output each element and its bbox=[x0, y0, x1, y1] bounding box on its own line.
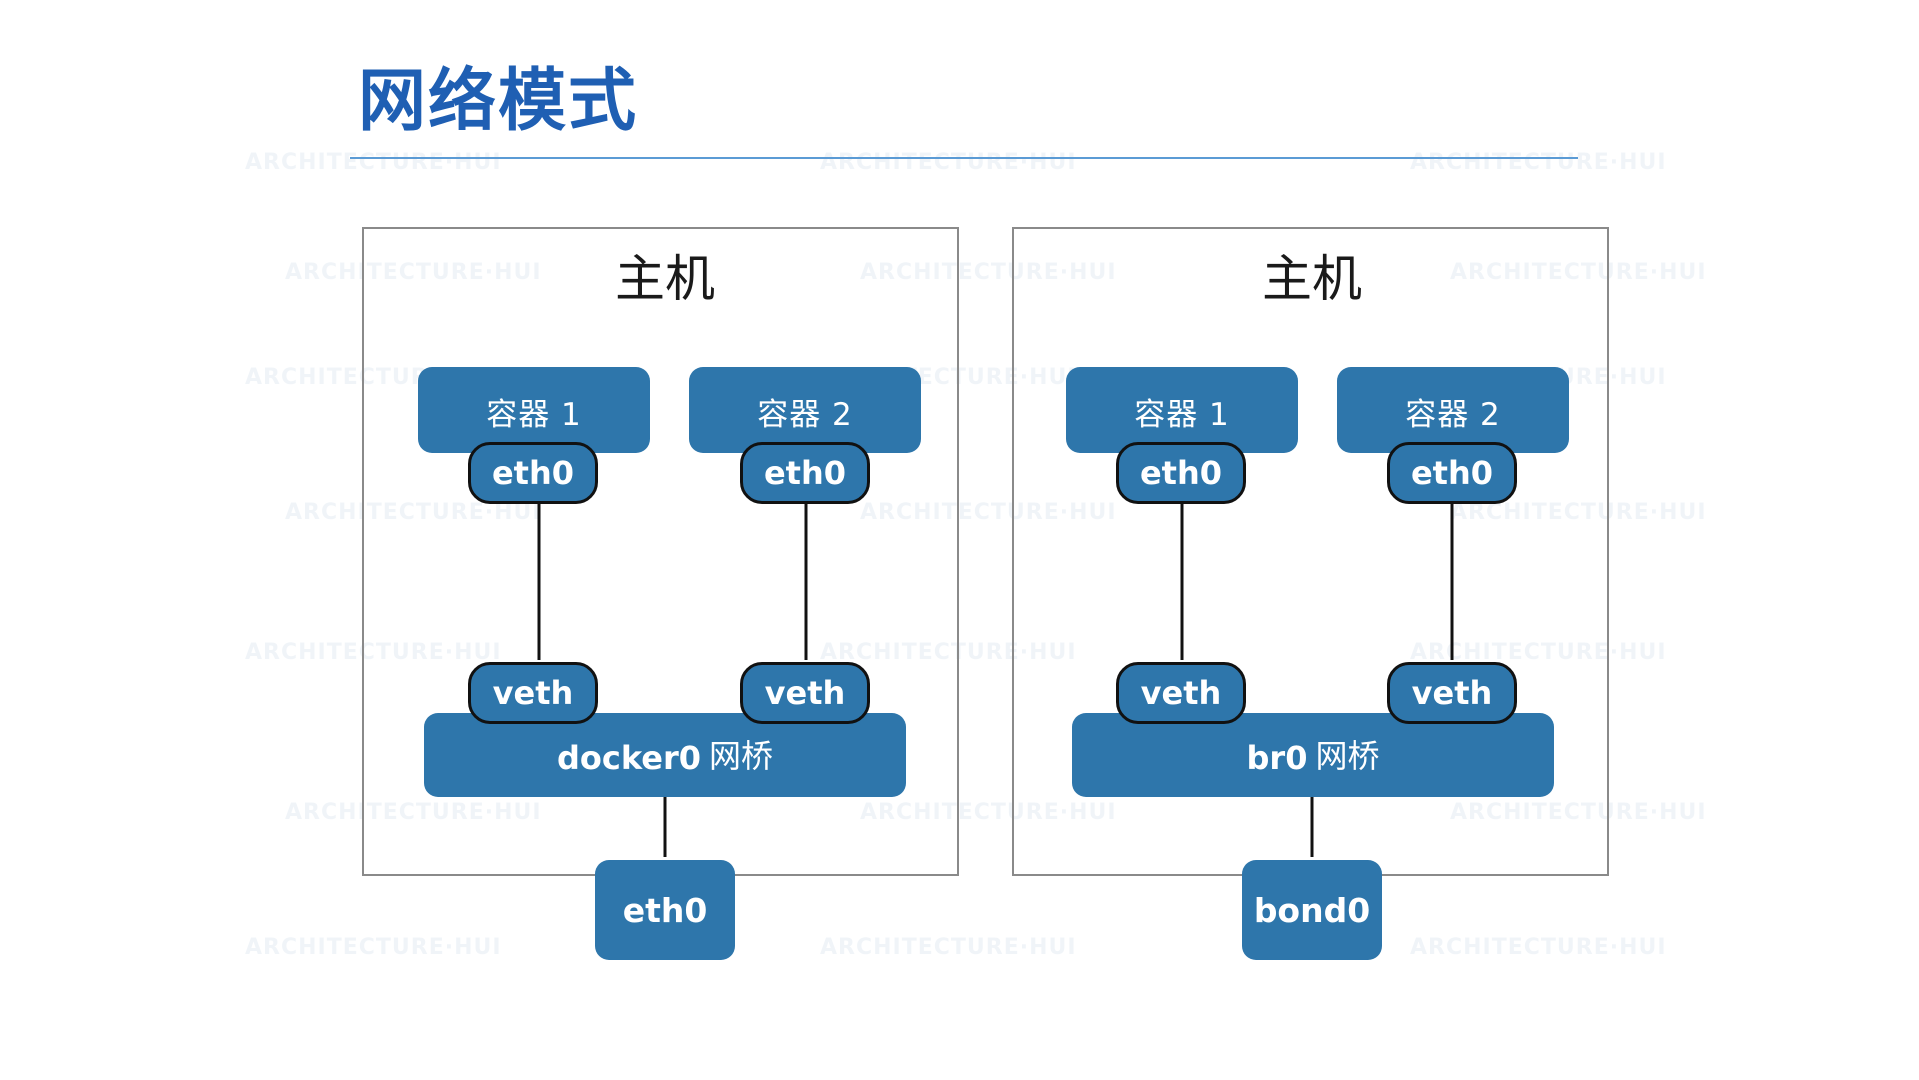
watermark-text: ARCHITECTURE·HUI bbox=[285, 260, 542, 285]
container-1-right: 容器 1 bbox=[1066, 367, 1298, 453]
container-2-label-right: 容器 2 bbox=[1405, 397, 1501, 433]
veth-1-left: veth bbox=[468, 662, 598, 724]
container-2-label-left: 容器 2 bbox=[757, 397, 853, 433]
watermark-text: ARCHITECTURE·HUI bbox=[820, 935, 1077, 960]
bridge-name-right: br0 bbox=[1246, 739, 1308, 777]
watermark-text: ARCHITECTURE·HUI bbox=[1410, 935, 1667, 960]
veth-2-left: veth bbox=[740, 662, 870, 724]
watermark-text: ARCHITECTURE·HUI bbox=[285, 800, 542, 825]
container-1-left: 容器 1 bbox=[418, 367, 650, 453]
watermark-text: ARCHITECTURE·HUI bbox=[1450, 260, 1707, 285]
bridge-suffix-left: 网桥 bbox=[709, 737, 774, 775]
watermark-text: ARCHITECTURE·HUI bbox=[860, 500, 1117, 525]
title-underline bbox=[350, 157, 1578, 159]
watermark-text: ARCHITECTURE·HUI bbox=[285, 500, 542, 525]
slide-title: 网络模式 bbox=[358, 62, 639, 141]
bridge-right: br0 网桥 bbox=[1072, 713, 1554, 797]
watermark-text: ARCHITECTURE·HUI bbox=[820, 150, 1077, 175]
bridge-name-left: docker0 bbox=[556, 739, 701, 777]
watermark-text: ARCHITECTURE·HUI bbox=[1450, 800, 1707, 825]
watermark-text: ARCHITECTURE·HUI bbox=[1450, 500, 1707, 525]
watermark-text: ARCHITECTURE·HUI bbox=[245, 935, 502, 960]
watermark-text: ARCHITECTURE·HUI bbox=[860, 260, 1117, 285]
host-label-right: 主机 bbox=[1262, 250, 1362, 308]
container-1-label-left: 容器 1 bbox=[486, 397, 582, 433]
container-1-eth0-right: eth0 bbox=[1116, 442, 1246, 504]
host-iface-left: eth0 bbox=[595, 860, 735, 960]
container-2-eth0-right: eth0 bbox=[1387, 442, 1517, 504]
host-label-left: 主机 bbox=[615, 250, 715, 308]
veth-2-right: veth bbox=[1387, 662, 1517, 724]
host-iface-right: bond0 bbox=[1242, 860, 1382, 960]
container-1-eth0-left: eth0 bbox=[468, 442, 598, 504]
watermark-text: ARCHITECTURE·HUI bbox=[245, 640, 502, 665]
watermark-text: ARCHITECTURE·HUI bbox=[860, 800, 1117, 825]
bridge-suffix-right: 网桥 bbox=[1315, 737, 1380, 775]
veth-1-right: veth bbox=[1116, 662, 1246, 724]
container-1-label-right: 容器 1 bbox=[1134, 397, 1230, 433]
container-2-right: 容器 2 bbox=[1337, 367, 1569, 453]
watermark-text: ARCHITECTURE·HUI bbox=[245, 150, 502, 175]
container-2-eth0-left: eth0 bbox=[740, 442, 870, 504]
container-2-left: 容器 2 bbox=[689, 367, 921, 453]
watermark-text: ARCHITECTURE·HUI bbox=[1410, 150, 1667, 175]
watermark-text: ARCHITECTURE·HUI bbox=[820, 640, 1077, 665]
bridge-left: docker0 网桥 bbox=[424, 713, 906, 797]
